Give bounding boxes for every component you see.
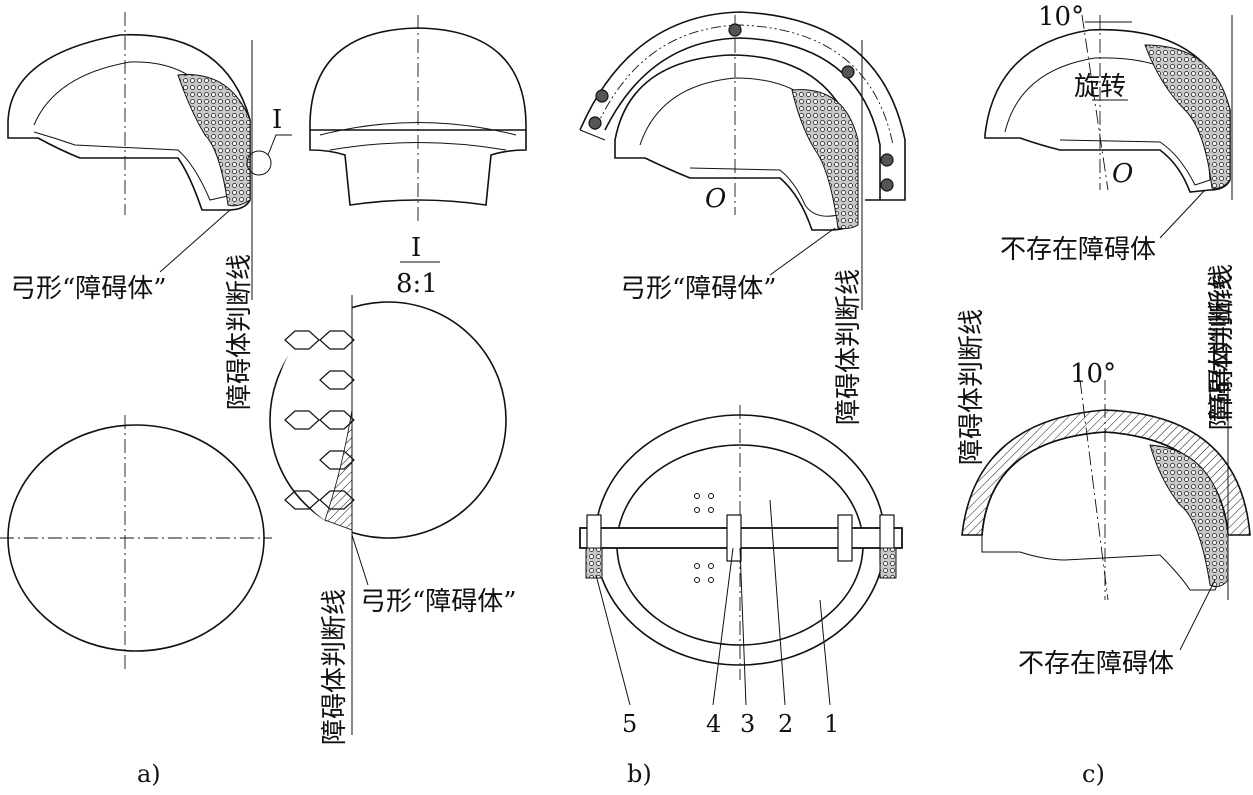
- panel-c: 10° 旋转 O 不存在障碍体 障碍体判断线 10° 障碍体判断线 障碍体判断线…: [957, 2, 1251, 679]
- detail-scale: 8:1: [396, 269, 438, 299]
- label-judgment-line-c3: 障碍体判断线: [1207, 274, 1237, 430]
- detail-mark-a2: I: [411, 233, 421, 263]
- panel-a-front-view: [309, 15, 527, 225]
- rotate-label: 旋转: [1074, 72, 1126, 102]
- part-number-3: 3: [740, 710, 755, 738]
- center-mark-b: O: [705, 184, 726, 214]
- label-bow-obstacle-b: 弓形“障碍体”: [620, 274, 777, 304]
- detail-mark-a1: I: [272, 105, 282, 135]
- label-judgment-line-a2: 障碍体判断线: [320, 589, 350, 745]
- caption-b: b): [627, 760, 652, 788]
- panel-c-section-view: 10°: [961, 359, 1251, 601]
- panel-a-detail-circle: [269, 295, 507, 735]
- panel-b-side-view: O: [579, 11, 906, 310]
- no-obstacle-region-c1: [1144, 44, 1231, 189]
- angle-label-c2: 10°: [1070, 359, 1116, 389]
- label-bow-obstacle-a2: 弓形“障碍体”: [360, 587, 517, 617]
- label-no-obstacle-c1: 不存在障碍体: [1000, 235, 1156, 265]
- part-number-1: 1: [824, 710, 839, 738]
- part-number-5: 5: [622, 710, 637, 738]
- caption-c: c): [1082, 760, 1105, 788]
- bow-obstacle-sliver: [324, 409, 353, 531]
- panel-a: I I 8:1: [0, 12, 527, 745]
- panel-b: O 弓形“障碍体” 障碍体判断线: [579, 11, 906, 738]
- bow-obstacle-region-b: [791, 89, 859, 230]
- label-judgment-line-c2: 障碍体判断线: [957, 309, 987, 465]
- panel-a-top-view: [0, 415, 272, 670]
- bow-obstacle-region-a: [177, 74, 251, 207]
- label-bow-obstacle-a1: 弓形“障碍体”: [10, 274, 167, 304]
- caption-a: a): [137, 760, 161, 788]
- part-number-2: 2: [778, 710, 793, 738]
- label-judgment-line-a1: 障碍体判断线: [225, 254, 255, 410]
- part-number-4: 4: [706, 710, 721, 738]
- panel-a-side-view: I: [7, 12, 292, 300]
- no-obstacle-region-c2: [1149, 444, 1229, 588]
- panel-b-top-view: [579, 405, 903, 706]
- fixture-bolts: [588, 23, 894, 192]
- label-judgment-line-b: 障碍体判断线: [834, 269, 864, 425]
- panel-c-rotated-view: 10° 旋转 O: [984, 2, 1233, 200]
- angle-label-c1: 10°: [1038, 2, 1084, 32]
- label-no-obstacle-c2: 不存在障碍体: [1018, 649, 1174, 679]
- center-mark-c: O: [1112, 159, 1133, 189]
- label-judgment-line-c1: 障碍体判断线: [1207, 264, 1237, 420]
